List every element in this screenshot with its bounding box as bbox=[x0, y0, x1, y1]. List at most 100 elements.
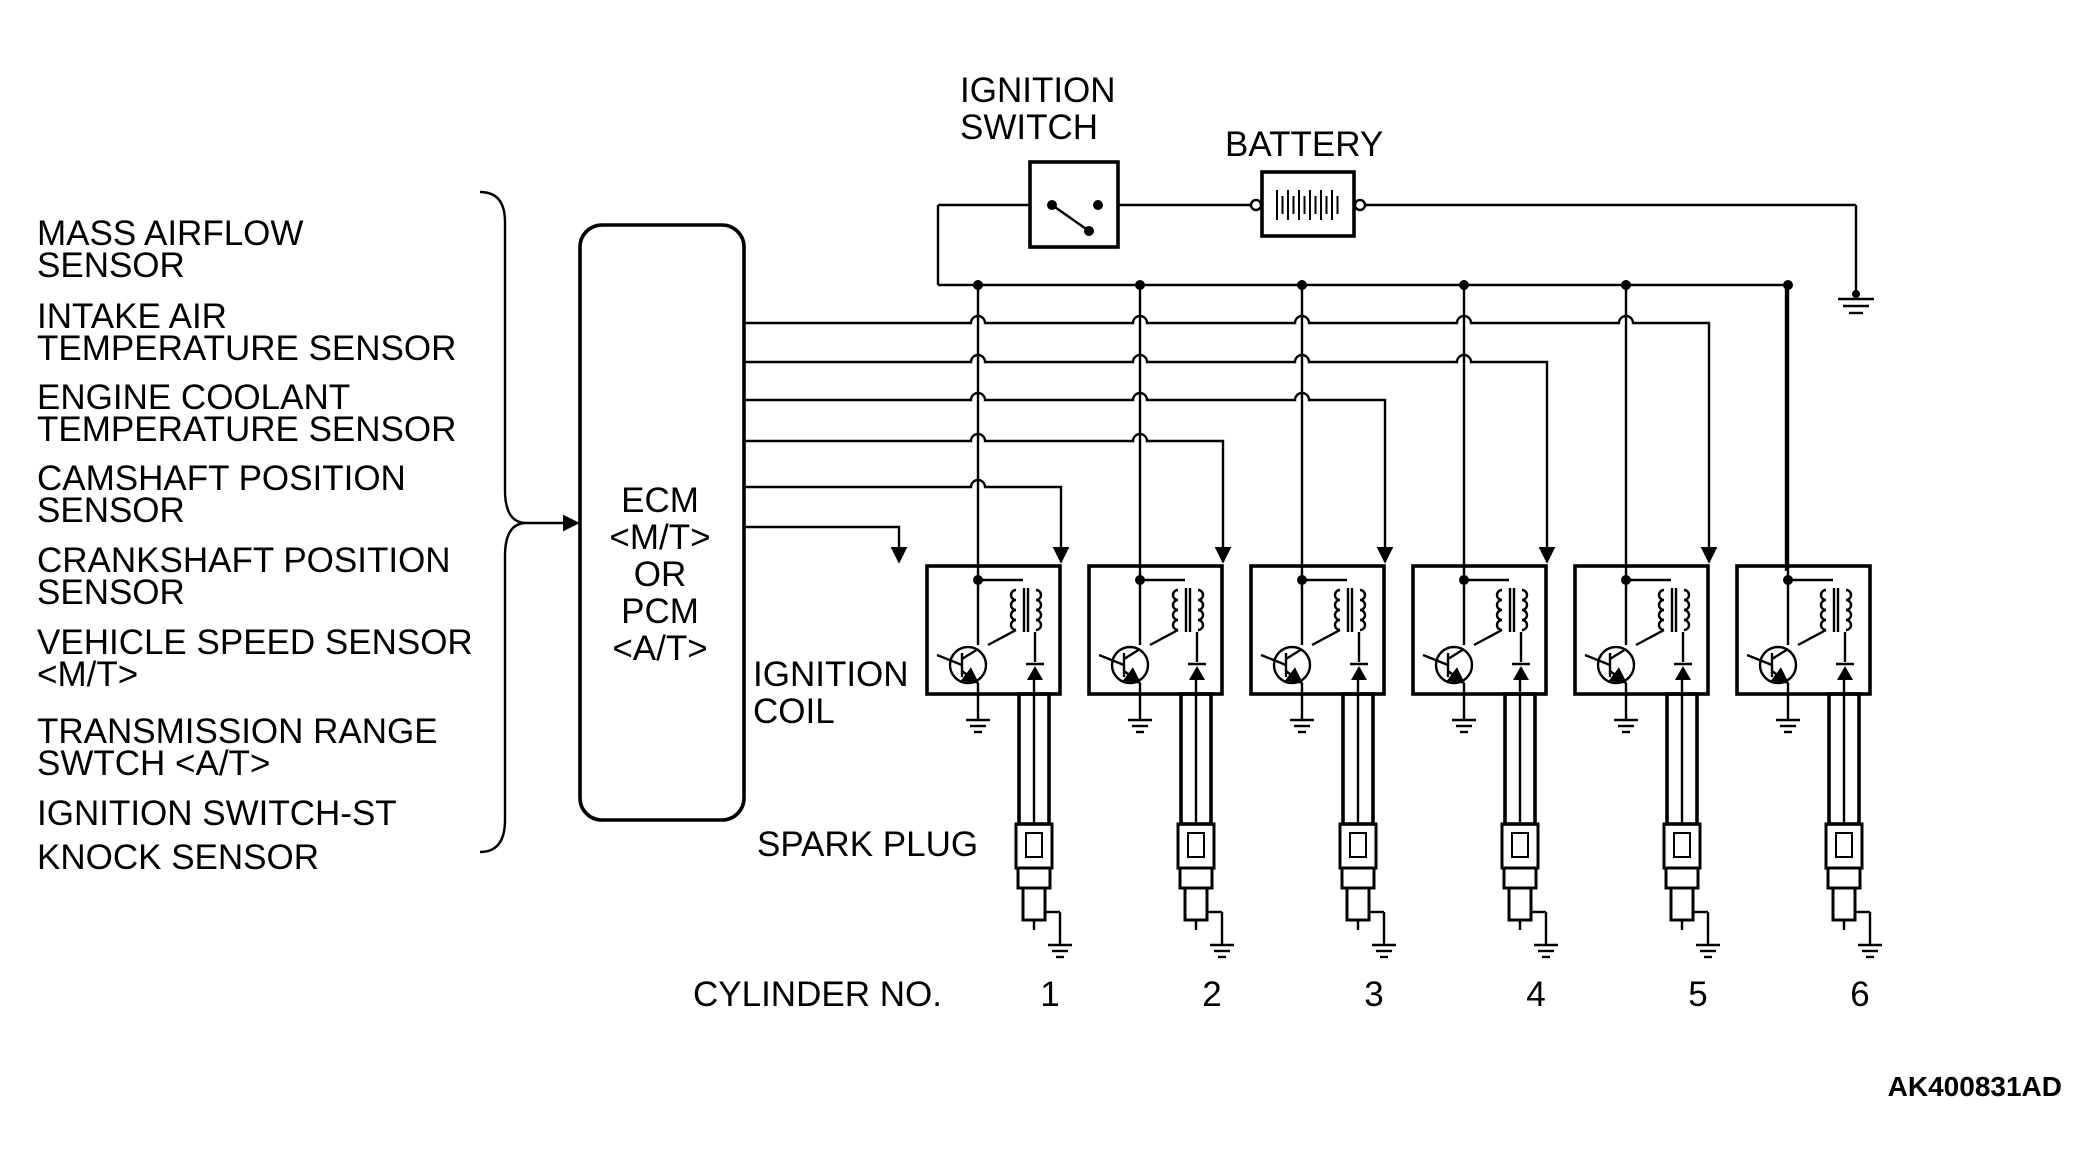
diode-body bbox=[1351, 666, 1367, 680]
transistor-collector bbox=[961, 647, 979, 661]
sensor-ckp-line2: SENSOR bbox=[37, 573, 185, 612]
transistor-icon bbox=[936, 645, 988, 716]
ecm-box bbox=[578, 223, 746, 822]
ignition-coil-line1: IGNITION bbox=[753, 655, 909, 694]
spark-plug-boot bbox=[1014, 822, 1054, 870]
spark-plug-boot bbox=[1824, 822, 1864, 870]
spark-plug-boot bbox=[1662, 822, 1702, 870]
spark-plug-thread bbox=[1183, 886, 1209, 922]
transistor-emitter bbox=[1770, 667, 1790, 685]
transistor-body bbox=[948, 645, 988, 685]
spark-plug-insulator bbox=[1025, 832, 1043, 858]
spark-plug-icon bbox=[1014, 822, 1062, 945]
spark-plug-thread bbox=[1831, 886, 1857, 922]
transformer-icon bbox=[1819, 588, 1853, 632]
spark-plug-icon bbox=[1500, 822, 1548, 945]
plug-ground-icon bbox=[1696, 943, 1720, 959]
transistor-body bbox=[1434, 645, 1474, 685]
spark-plug-hex bbox=[1826, 866, 1862, 890]
spark-plug-icon bbox=[1824, 822, 1872, 945]
battery: BATTERY bbox=[1225, 125, 1383, 238]
sensor-cmp-line1: CAMSHAFT POSITION bbox=[37, 459, 406, 498]
spark-plug-icon bbox=[1338, 822, 1386, 945]
spark-plug-insulator bbox=[1511, 832, 1529, 858]
diode-body bbox=[1837, 666, 1853, 680]
spark-plug-thread bbox=[1345, 886, 1371, 922]
transistor-icon bbox=[1584, 645, 1636, 716]
spark-plug-hex bbox=[1502, 866, 1538, 890]
plug-ground-icon bbox=[1858, 943, 1882, 959]
coil-ground-icon bbox=[1128, 716, 1152, 734]
coil-wire bbox=[987, 628, 1017, 647]
transistor-collector bbox=[1609, 647, 1627, 661]
transformer-icon bbox=[1171, 588, 1205, 632]
ecm-line1: ECM bbox=[621, 481, 699, 520]
ignition-coil-box bbox=[1411, 564, 1548, 696]
coil-wire bbox=[1311, 628, 1341, 647]
cylinder-number: 6 bbox=[1850, 975, 1869, 1014]
coil-ground-icon bbox=[1776, 716, 1800, 734]
cylinder-number: 1 bbox=[1040, 975, 1059, 1014]
coil-wire bbox=[1635, 628, 1665, 647]
transistor-icon bbox=[1422, 645, 1474, 716]
transistor-body bbox=[1758, 645, 1798, 685]
cylinder-number: 5 bbox=[1688, 975, 1707, 1014]
transistor-emitter bbox=[1446, 667, 1466, 685]
sensor-maf-line1: MASS AIRFLOW bbox=[37, 214, 303, 253]
ignition-channel bbox=[1087, 280, 1234, 959]
ecm-line5: <A/T> bbox=[612, 629, 707, 668]
transistor-base-lead bbox=[1584, 653, 1611, 667]
transistor-base-lead bbox=[1260, 653, 1287, 667]
coil-wire bbox=[1149, 628, 1179, 647]
diode-icon bbox=[1512, 632, 1530, 680]
plug-ground-icon bbox=[1048, 943, 1072, 959]
spark-plug-hex bbox=[1016, 866, 1052, 890]
coil-wire bbox=[1797, 628, 1827, 647]
transistor-body bbox=[1272, 645, 1312, 685]
ignition-coil-box bbox=[1087, 564, 1224, 696]
transistor-collector bbox=[1447, 647, 1465, 661]
spark-plug-thread bbox=[1669, 886, 1695, 922]
sensor-tr-line1: TRANSMISSION RANGE bbox=[37, 712, 438, 751]
switch-icon bbox=[1028, 160, 1120, 249]
battery-ground-icon bbox=[1838, 290, 1874, 315]
sensor-cmp-line2: SENSOR bbox=[37, 491, 185, 530]
transistor-collector bbox=[1771, 647, 1789, 661]
transformer-secondary bbox=[1521, 588, 1529, 632]
spark-plug-icon bbox=[1176, 822, 1224, 945]
ignition-coil-box bbox=[1735, 564, 1872, 696]
transformer-secondary bbox=[1035, 588, 1043, 632]
transistor-emitter bbox=[1608, 667, 1628, 685]
ecm-line4: PCM bbox=[621, 592, 699, 631]
battery-label: BATTERY bbox=[1225, 125, 1383, 164]
sensor-list: MASS AIRFLOW SENSOR INTAKE AIR TEMPERATU… bbox=[37, 214, 473, 877]
diode-body bbox=[1189, 666, 1205, 680]
transformer-secondary bbox=[1845, 588, 1853, 632]
transformer-primary bbox=[1171, 588, 1179, 632]
transistor-base-lead bbox=[1746, 653, 1773, 667]
transistor-base-lead bbox=[936, 653, 963, 667]
ignition-switch: IGNITION SWITCH bbox=[960, 71, 1120, 249]
ignition-coil-label: IGNITION COIL bbox=[753, 655, 909, 731]
transformer-icon bbox=[1495, 588, 1529, 632]
ignition-coil-line2: COIL bbox=[753, 692, 835, 731]
ignition-coil-box bbox=[925, 564, 1062, 696]
ecm-label: ECM <M/T> OR PCM <A/T> bbox=[609, 481, 710, 668]
coil-ground-icon bbox=[1290, 716, 1314, 734]
transistor-icon bbox=[1260, 645, 1312, 716]
sensor-knock: KNOCK SENSOR bbox=[37, 838, 319, 877]
spark-plug-insulator bbox=[1673, 832, 1691, 858]
diode-icon bbox=[1350, 632, 1368, 680]
sensor-ect-line2: TEMPERATURE SENSOR bbox=[37, 410, 456, 449]
ignition-channel bbox=[1573, 280, 1720, 959]
sensor-vss-line1: VEHICLE SPEED SENSOR bbox=[37, 623, 473, 662]
spark-plug-hex bbox=[1664, 866, 1700, 890]
ignition-switch-line1: IGNITION bbox=[960, 71, 1116, 110]
sensor-ect-line1: ENGINE COOLANT bbox=[37, 378, 350, 417]
ecm-signal-line bbox=[744, 353, 1556, 564]
coil-ground-icon bbox=[1452, 716, 1476, 734]
spark-plug-insulator bbox=[1835, 832, 1853, 858]
transformer-primary bbox=[1333, 588, 1341, 632]
ecm-signal-line bbox=[744, 525, 908, 564]
transformer-primary bbox=[1009, 588, 1017, 632]
